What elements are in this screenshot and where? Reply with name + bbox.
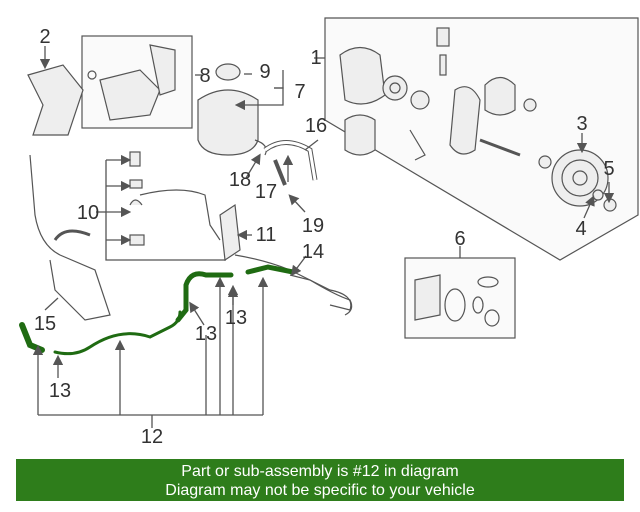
hose-item-14 <box>234 254 352 311</box>
fittings-item-10 <box>129 151 221 246</box>
callout-4: 4 <box>575 218 587 240</box>
callout-10: 10 <box>76 202 100 224</box>
callout-14: 14 <box>301 241 325 263</box>
callout-19: 19 <box>301 215 325 237</box>
callout-13-left: 13 <box>48 380 72 402</box>
callout-5: 5 <box>603 158 615 180</box>
callout-2: 2 <box>39 26 51 48</box>
banner-line-1: Part or sub-assembly is #12 in diagram <box>181 463 459 480</box>
banner-line-2: Diagram may not be specific to your vehi… <box>165 482 475 499</box>
callout-13-middle: 13 <box>194 323 218 345</box>
hose-item-15 <box>29 154 111 321</box>
callout-3: 3 <box>576 113 588 135</box>
callout-13-right: 13 <box>224 307 248 329</box>
callout-6: 6 <box>454 228 466 250</box>
highlighted-hose-item-12 <box>19 264 296 356</box>
callout-8: 8 <box>199 65 211 87</box>
callout-9: 9 <box>259 61 271 83</box>
parts-diagram <box>19 17 639 428</box>
part-info-banner: Part or sub-assembly is #12 in diagram D… <box>16 459 624 501</box>
callout-12: 12 <box>140 426 164 448</box>
seal-kit-box <box>404 257 516 339</box>
callout-7: 7 <box>294 81 306 103</box>
pump-assembly-box <box>324 17 639 261</box>
bracket-box <box>81 35 193 129</box>
leader-lines <box>32 46 615 428</box>
bracket-item-11 <box>219 203 241 262</box>
callout-11: 11 <box>255 224 277 246</box>
callout-18: 18 <box>228 169 252 191</box>
callout-17: 17 <box>254 181 278 203</box>
callout-15: 15 <box>33 313 57 335</box>
callout-1: 1 <box>310 47 322 69</box>
callout-16: 16 <box>304 115 328 137</box>
bracket-item-2 <box>27 64 84 136</box>
